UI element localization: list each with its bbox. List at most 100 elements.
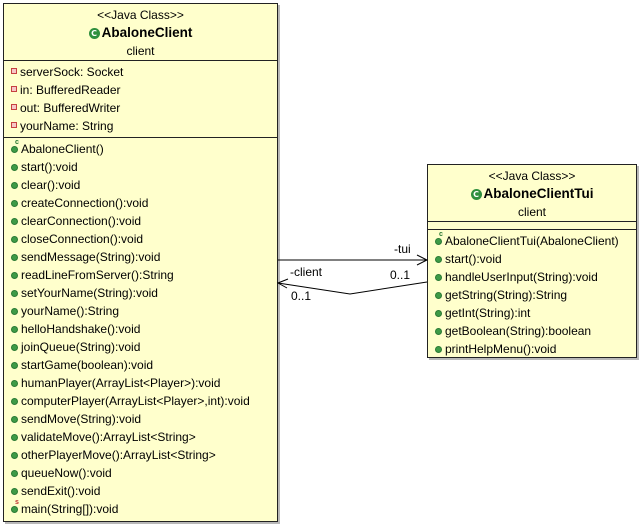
method-row[interactable]: joinQueue(String):void [4,338,277,356]
method-row[interactable]: getString(String):String [428,286,636,304]
method-label: setYourName(String):void [21,286,158,300]
constructor-mark-icon: c [15,139,19,146]
method-row[interactable]: getInt(String):int [428,304,636,322]
public-method-icon [11,182,18,189]
compartment-divider [4,60,277,61]
method-label: printHelpMenu():void [445,342,557,356]
public-method-icon [435,274,442,281]
method-row[interactable]: computerPlayer(ArrayList<Player>,int):vo… [4,392,277,410]
public-method-icon [11,434,18,441]
association-tui-multiplicity: 0..1 [390,268,411,282]
method-row[interactable]: getBoolean(String):boolean [428,322,636,340]
method-label: main(String[]):void [21,502,119,516]
method-row[interactable]: humanPlayer(ArrayList<Player>):void [4,374,277,392]
package-label: client [517,205,546,219]
method-row[interactable]: start():void [428,250,636,268]
constructor-mark-icon: c [439,231,443,238]
method-label: getString(String):String [445,288,568,302]
public-method-icon [11,344,18,351]
public-method-icon [11,200,18,207]
public-method-icon [435,292,442,299]
method-label: joinQueue(String):void [21,340,141,354]
method-row[interactable]: helloHandshake():void [4,320,277,338]
public-method-icon [11,290,18,297]
field-label: out: BufferedWriter [20,101,121,115]
method-label: helloHandshake():void [21,322,141,336]
method-row[interactable]: printHelpMenu():void [428,340,636,358]
public-method-icon [11,146,18,153]
method-label: createConnection():void [21,196,149,210]
association-client-arrowhead [276,278,289,289]
method-row[interactable]: queueNow():void [4,464,277,482]
method-label: queueNow():void [21,466,112,480]
method-label: readLineFromServer():String [21,268,174,282]
class-icon: C [470,189,482,200]
method-label: handleUserInput(String):void [445,270,598,284]
private-field-icon [11,86,17,92]
method-row[interactable]: sendMessage(String):void [4,248,277,266]
public-method-icon [11,416,18,423]
method-row[interactable]: clear():void [4,176,277,194]
method-label: yourName():String [21,304,120,318]
package-label: client [126,44,155,58]
public-method-icon [435,256,442,263]
private-field-icon [11,68,17,74]
method-row[interactable]: validateMove():ArrayList<String> [4,428,277,446]
method-row[interactable]: handleUserInput(String):void [428,268,636,286]
fields-compartment [428,222,636,229]
field-row[interactable]: in: BufferedReader [4,81,277,99]
method-label: closeConnection():void [21,232,144,246]
method-row[interactable]: sendMove(String):void [4,410,277,428]
method-row[interactable]: createConnection():void [4,194,277,212]
method-label: getInt(String):int [445,306,531,320]
method-row[interactable]: closeConnection():void [4,230,277,248]
static-mark-icon: s [15,499,19,506]
class-icon: C [88,28,100,39]
method-row[interactable]: sendExit():void [4,482,277,500]
method-label: otherPlayerMove():ArrayList<String> [21,448,216,462]
method-label: start():void [445,252,502,266]
field-label: yourName: String [20,119,114,133]
method-label: humanPlayer(ArrayList<Player>):void [21,376,221,390]
association-client-multiplicity: 0..1 [291,289,312,303]
method-label: clear():void [21,178,81,192]
public-method-icon [11,506,18,513]
public-method-icon [435,238,442,245]
field-row[interactable]: yourName: String [4,117,277,135]
public-method-icon [11,488,18,495]
class-name-text: AbaloneClientTui [483,186,594,201]
field-row[interactable]: serverSock: Socket [4,63,277,81]
method-row[interactable]: start():void [4,158,277,176]
public-method-icon [11,272,18,279]
association-client-role: -client [290,265,323,279]
method-row[interactable]: otherPlayerMove():ArrayList<String> [4,446,277,464]
public-method-icon [11,380,18,387]
class-name-text: AbaloneClient [101,25,193,40]
public-method-icon [11,236,18,243]
public-method-icon [11,218,18,225]
public-method-icon [11,308,18,315]
method-row[interactable]: startGame(boolean):void [4,356,277,374]
method-row[interactable]: readLineFromServer():String [4,266,277,284]
public-method-icon [435,310,442,317]
field-row[interactable]: out: BufferedWriter [4,99,277,117]
method-row[interactable]: setYourName(String):void [4,284,277,302]
compartment-divider [428,229,636,230]
method-row[interactable]: yourName():String [4,302,277,320]
method-label: startGame(boolean):void [21,358,154,372]
method-label: sendMessage(String):void [21,250,161,264]
public-method-icon [11,164,18,171]
association-tui-role: -tui [394,242,411,256]
method-row[interactable]: clearConnection():void [4,212,277,230]
public-method-icon [11,254,18,261]
